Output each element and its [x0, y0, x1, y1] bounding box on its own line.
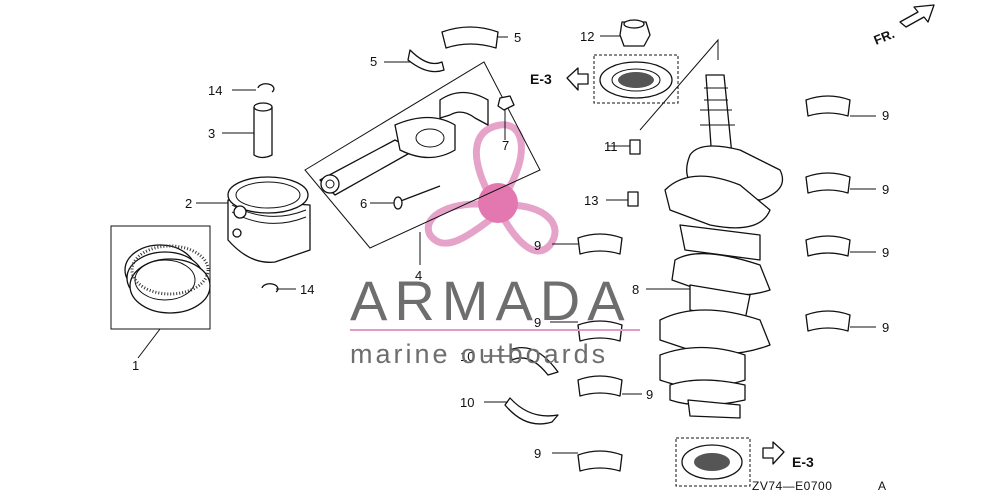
rod-bearings — [384, 26, 508, 73]
callout-10-lower: 10 — [460, 395, 474, 410]
callout-2: 2 — [185, 196, 192, 211]
callout-8: 8 — [632, 282, 639, 297]
piston — [196, 176, 311, 263]
callout-14-lower: 14 — [300, 282, 314, 297]
callout-6: 6 — [360, 196, 367, 211]
callout-9-r2: 9 — [882, 182, 889, 197]
callout-labels: 1 2 3 4 5 5 6 7 8 9 9 9 9 9 9 9 9 10 10 … — [132, 29, 889, 461]
callout-12: 12 — [580, 29, 594, 44]
armada-propeller-logo — [424, 121, 559, 255]
callout-5-lower: 5 — [370, 54, 377, 69]
piston-pin — [222, 102, 273, 159]
reference-e3-top: E-3 — [530, 71, 552, 87]
upper-oil-seal-group — [566, 19, 719, 207]
lower-oil-seal-group — [675, 437, 785, 487]
reference-e3-bottom: E-3 — [792, 454, 814, 470]
callout-5-upper: 5 — [514, 30, 521, 45]
callout-1: 1 — [132, 358, 139, 373]
main-bearings-right — [805, 95, 876, 332]
callout-4: 4 — [415, 268, 422, 283]
connecting-rod-assembly — [304, 61, 541, 265]
diagram-code: ZV74—E0700 — [752, 479, 832, 493]
callout-9-r1: 9 — [882, 108, 889, 123]
callout-11: 11 — [604, 139, 618, 154]
callout-9-r4: 9 — [882, 320, 889, 335]
front-direction-indicator — [899, 4, 935, 28]
callout-9-c3: 9 — [646, 387, 653, 402]
callout-9-c1: 9 — [534, 238, 541, 253]
callout-9-c4: 9 — [534, 446, 541, 461]
callout-14-upper: 14 — [208, 83, 222, 98]
callout-9-c2: 9 — [534, 315, 541, 330]
crankshaft — [646, 74, 784, 419]
watermark-brand: ARMADA — [350, 269, 632, 332]
piston-pin-clips — [232, 83, 296, 293]
callout-10-upper: 10 — [460, 349, 474, 364]
callout-3: 3 — [208, 126, 215, 141]
main-bearings-center — [550, 233, 642, 472]
diagram-code-suffix: A — [878, 479, 887, 493]
front-label: FR. — [872, 26, 897, 48]
piston-rings — [110, 225, 211, 359]
watermark-tagline: marine outboards — [350, 339, 608, 369]
callout-9-r3: 9 — [882, 245, 889, 260]
callout-13: 13 — [584, 193, 598, 208]
callout-7: 7 — [502, 138, 509, 153]
thrust-washers — [484, 346, 559, 425]
